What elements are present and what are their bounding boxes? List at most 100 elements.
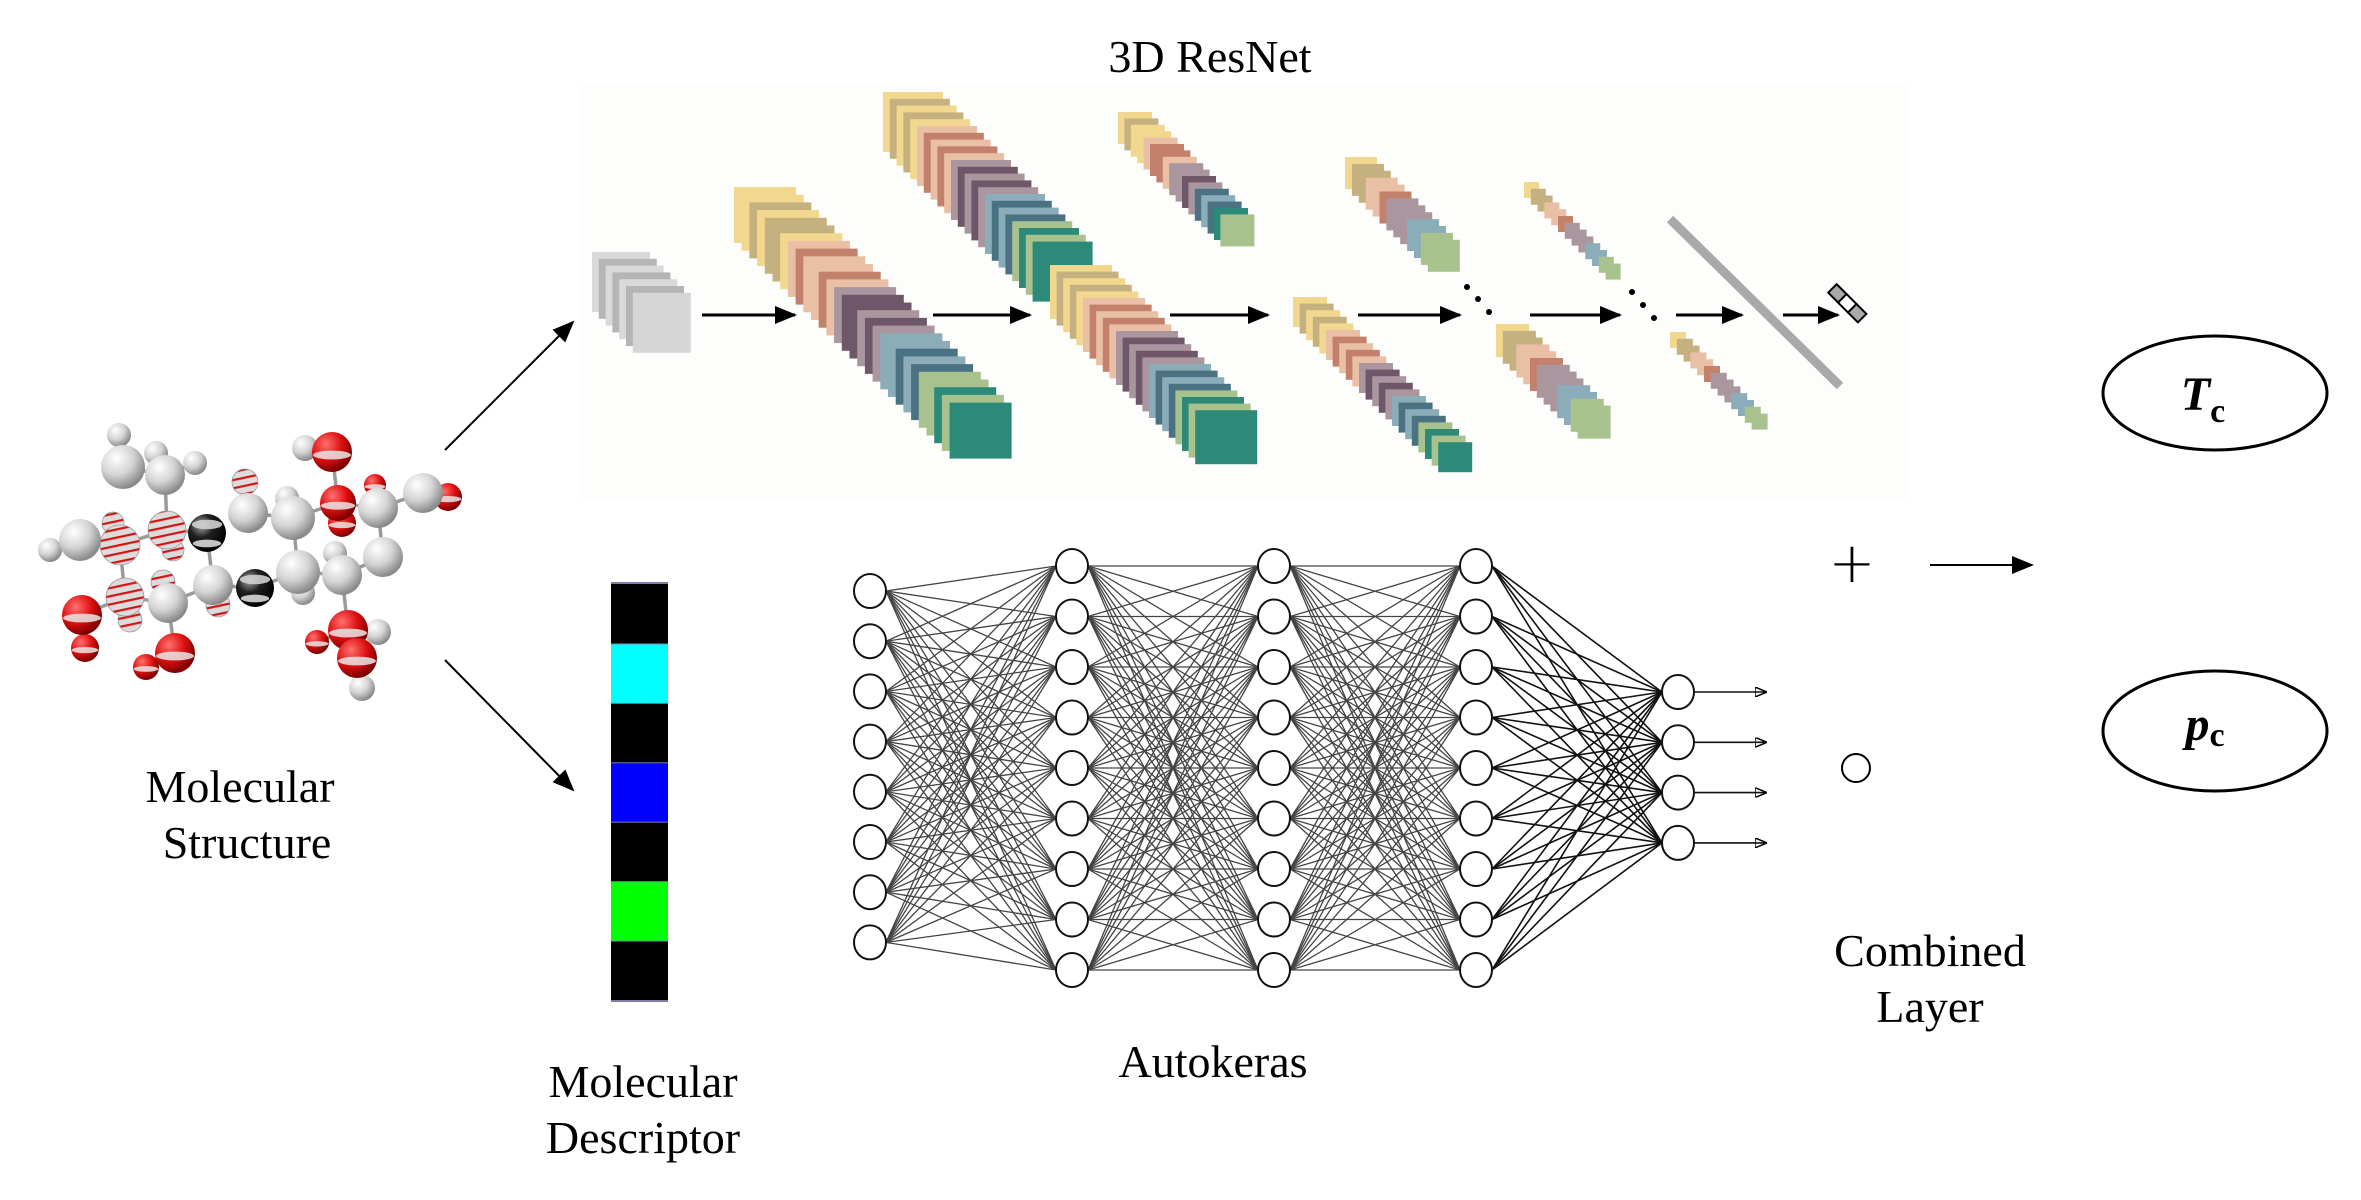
nn-hidden-node: [1459, 851, 1493, 887]
nn-connection: [885, 565, 1057, 943]
nn-connection: [1087, 565, 1259, 920]
combined-layer-label-line1: Combined: [1834, 925, 2026, 976]
nn-hidden-node: [1055, 750, 1089, 786]
nn-hidden-node: [1055, 800, 1089, 837]
nn-hidden-node: [1459, 901, 1493, 938]
nn-hidden-node: [1257, 598, 1291, 635]
output-pc: pc: [2101, 669, 2329, 793]
atom-outline: [147, 510, 187, 550]
molecule-atom: [349, 675, 375, 701]
ellipsis-dot: [1629, 289, 1635, 295]
nn-hidden-node: [1459, 800, 1493, 837]
molecule-atom: [358, 488, 398, 528]
nn-connection: [885, 868, 1057, 943]
molecule-atom: [183, 451, 207, 475]
conv-block-3a: [1118, 112, 1255, 247]
nn-input-node: [853, 824, 887, 860]
molecule-atom: [38, 538, 62, 562]
atom-highlight: [313, 450, 351, 460]
plus-operator-icon: +: [1829, 531, 1876, 596]
nn-connection: [1087, 918, 1259, 971]
molecule-atom: [228, 493, 268, 533]
ellipsis-dot: [1651, 315, 1657, 321]
molecule-atom: [106, 578, 144, 616]
atom-outline: [105, 577, 145, 617]
descriptor-cell: [611, 763, 668, 822]
nn-connection: [885, 767, 1057, 943]
nn-connection: [1491, 691, 1663, 971]
conv-block-4a: [1345, 157, 1460, 272]
molecular-descriptor-label-line2: Descriptor: [546, 1112, 740, 1163]
feature-map-slice: [1751, 413, 1768, 430]
feature-map-slice: [1438, 442, 1473, 473]
nn-connection: [885, 565, 1057, 843]
nn-connection: [1491, 842, 1663, 971]
atom-highlight: [328, 522, 356, 529]
nn-connection: [885, 717, 1057, 943]
nn-connection: [1289, 565, 1461, 718]
atom-highlight: [71, 647, 99, 654]
nn-connection: [1087, 666, 1259, 971]
output-pc-label: pc: [2181, 698, 2224, 754]
atom-highlight: [305, 641, 329, 647]
molecule-structure-image: [38, 423, 462, 701]
nn-connection: [885, 565, 1057, 642]
nn-hidden-node: [1055, 851, 1089, 887]
nn-connection: [1289, 666, 1461, 971]
nn-connection: [1087, 616, 1259, 971]
autokeras-network-nodes: [853, 548, 1695, 988]
descriptor-cell: [611, 941, 668, 1000]
nn-input-node: [853, 773, 887, 810]
nn-hidden-node: [1055, 548, 1089, 584]
molecular-structure-label-line1: Molecular: [145, 761, 334, 812]
resnet-arrows: [702, 284, 1840, 324]
nn-connection: [1087, 565, 1259, 668]
nn-connection: [1289, 918, 1461, 971]
nn-hidden-node: [1257, 649, 1291, 685]
nn-output-node: [1661, 724, 1695, 761]
atom-highlight: [192, 539, 222, 548]
nn-connection: [1289, 565, 1461, 920]
molecule-atom: [193, 565, 233, 605]
nn-hidden-node: [1257, 548, 1291, 584]
descriptor-cell: [611, 822, 668, 882]
arrow-to-descriptor: [444, 659, 575, 792]
ellipsis-dot: [1640, 302, 1646, 308]
nn-connection: [1491, 666, 1663, 693]
conv-block-5b: [1670, 332, 1768, 430]
molecule-atom: [403, 473, 443, 513]
nn-hidden-node: [1055, 598, 1089, 635]
atom-highlight: [133, 666, 159, 672]
nn-connection: [885, 817, 1057, 943]
nn-hidden-node: [1459, 598, 1493, 635]
nn-connection: [1491, 691, 1663, 769]
nn-output-node: [1661, 774, 1695, 811]
molecule-atom: [292, 435, 318, 461]
atom-highlight: [63, 613, 101, 623]
descriptor-cell: [611, 882, 668, 941]
atom-highlight: [191, 519, 223, 530]
molecule-atom: [107, 423, 131, 447]
nn-connection: [1289, 565, 1461, 668]
output-tc: Tc: [2101, 334, 2329, 452]
ellipsis-dot: [1464, 284, 1470, 290]
nn-connection: [885, 565, 1057, 692]
nn-hidden-node: [1257, 699, 1291, 736]
descriptor-cell: [611, 644, 668, 703]
nn-connection: [1289, 565, 1461, 769]
nn-connection: [1491, 565, 1663, 693]
output-tc-ellipse: [2101, 334, 2329, 452]
nn-connection: [1289, 717, 1461, 971]
nn-hidden-node: [1459, 750, 1493, 786]
molecule-atom: [365, 619, 391, 645]
nn-connection: [1289, 616, 1461, 971]
combined-layer-label-line2: Layer: [1876, 981, 1983, 1032]
atom-highlight: [338, 656, 376, 666]
nn-hidden-node: [1257, 851, 1291, 887]
output-tc-label: Tc: [2181, 368, 2225, 430]
molecule-atom: [101, 445, 145, 489]
molecule-atom: [363, 537, 403, 577]
atom-highlight: [364, 484, 386, 490]
feature-map-slice: [1220, 214, 1255, 247]
nn-input-node: [853, 623, 887, 660]
